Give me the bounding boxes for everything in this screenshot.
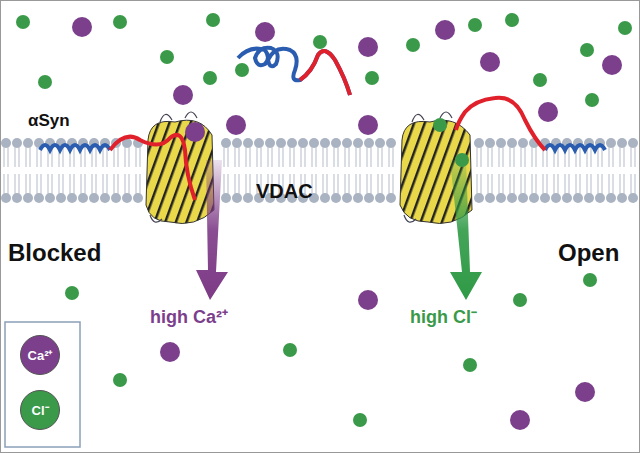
alpha-synuclein <box>456 98 605 150</box>
alpha-synuclein <box>238 48 350 95</box>
flux-label: high Cl⁻ <box>410 308 477 328</box>
ions <box>16 13 632 430</box>
legend-swatch: Cl⁻ <box>20 390 60 430</box>
legend-box <box>5 322 80 447</box>
legend-text: Cl⁻ <box>32 401 49 419</box>
channel-label: VDAC <box>256 180 313 202</box>
chloride-flux-arrow <box>450 160 482 300</box>
legend-text: Ca²⁺ <box>28 346 53 364</box>
alpha-synuclein <box>40 135 195 200</box>
state-label: Open <box>558 240 619 266</box>
vdac-barrel <box>146 112 214 224</box>
flux-label: high Ca²⁺ <box>150 308 228 328</box>
state-label: Blocked <box>8 240 101 266</box>
calcium-flux-arrow <box>196 160 228 300</box>
protein-label: αSyn <box>28 112 70 131</box>
legend-swatch: Ca²⁺ <box>20 335 60 375</box>
